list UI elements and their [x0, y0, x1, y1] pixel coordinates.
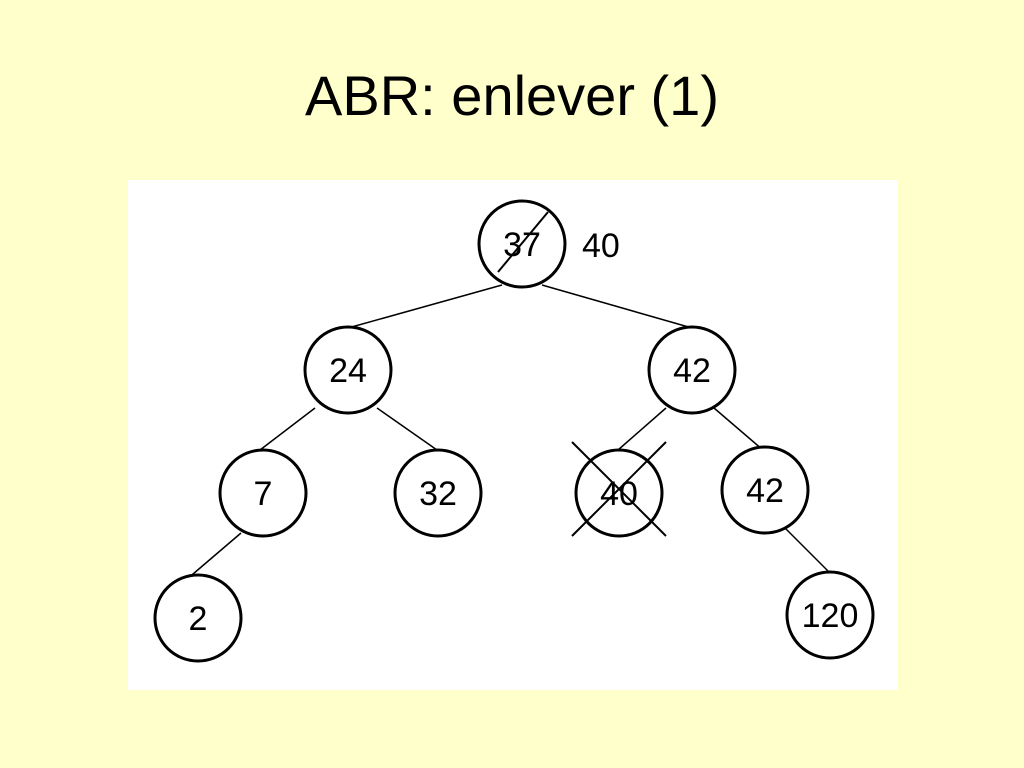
tree-node-left-left-left: 2 — [153, 573, 243, 663]
bst-diagram-panel: 37 40 24 42 7 32 — [128, 180, 898, 690]
node-circle — [303, 325, 393, 415]
node-label: 40 — [600, 475, 638, 513]
tree-node-right-left: 40 — [571, 441, 667, 538]
node-label: 120 — [802, 597, 859, 635]
tree-node-right: 42 — [647, 325, 737, 415]
node-label: 24 — [329, 352, 367, 390]
node-label: 2 — [189, 600, 208, 638]
node-label: 7 — [254, 475, 273, 513]
node-circle — [785, 570, 875, 660]
node-circle — [153, 573, 243, 663]
node-label: 32 — [419, 475, 457, 513]
node-label: 42 — [673, 352, 711, 390]
node-circle — [647, 325, 737, 415]
cross-mark — [571, 441, 667, 537]
node-label: 42 — [746, 472, 784, 510]
edge-leftleft-leftleftleft — [185, 532, 242, 581]
tree-node-right-right-right: 120 — [785, 570, 875, 660]
slide-title: ABR: enlever (1) — [305, 64, 719, 127]
edge-root-left — [347, 284, 503, 329]
node-circle — [218, 448, 308, 538]
node-circle — [574, 448, 664, 538]
edge-right-rightleft — [617, 407, 667, 451]
edge-root-right — [541, 284, 693, 329]
replacement-value: 40 — [582, 227, 620, 265]
node-circle — [393, 448, 483, 538]
node-circle — [720, 445, 810, 535]
edge-left-leftright — [376, 407, 438, 451]
edge-right-rightright — [713, 407, 764, 451]
edge-rightright-rightrightright — [784, 527, 835, 578]
tree-node-left: 24 — [303, 325, 393, 415]
edge-left-leftleft — [259, 407, 316, 451]
strike-through-mark — [497, 211, 549, 273]
tree-node-right-right: 42 — [720, 445, 810, 535]
tree-node-left-right: 32 — [393, 448, 483, 538]
bst-diagram: 37 40 24 42 7 32 — [153, 199, 875, 663]
tree-node-left-left: 7 — [218, 448, 308, 538]
tree-node-root: 37 — [477, 199, 567, 289]
